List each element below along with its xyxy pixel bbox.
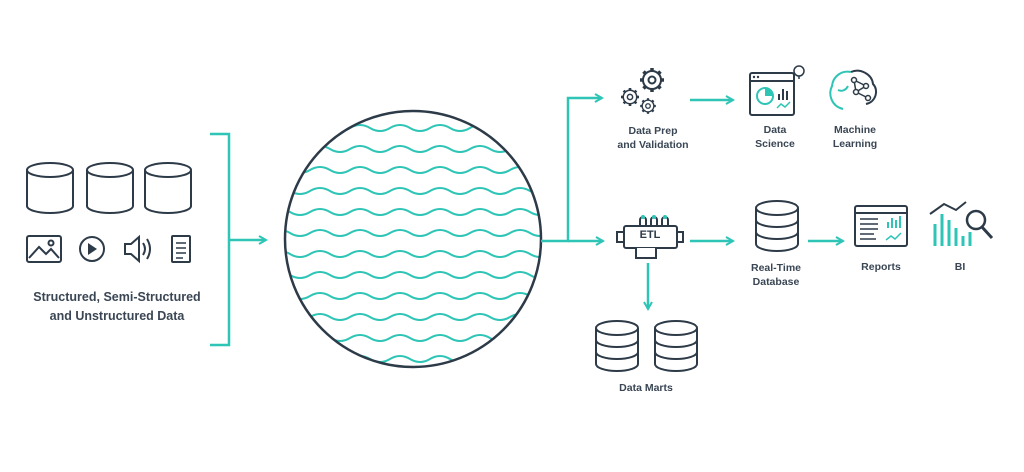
data-mart-icon-2 — [654, 320, 698, 372]
machine-learning-brain-icon — [829, 69, 878, 110]
etl-label: ETL — [639, 229, 661, 241]
data-prep-label-line-1: Data Prep — [628, 125, 678, 137]
data-lake-circle — [283, 109, 543, 369]
data-prep-label: Data Prep and Validation — [598, 124, 708, 152]
video-play-icon — [79, 236, 105, 262]
bi-chart-magnifier-icon — [929, 201, 994, 246]
etl-machine-icon — [616, 215, 684, 259]
reports-icon — [854, 205, 908, 247]
machine-learning-label-line-2: Learning — [832, 138, 878, 150]
lake-output-connectors — [541, 98, 603, 241]
structured-db-icon-2 — [86, 162, 134, 214]
lake-wave-line — [285, 250, 541, 258]
bi-label-line-1: BI — [954, 261, 966, 273]
audio-speaker-icon — [124, 234, 151, 264]
data-marts-label-line-1: Data Marts — [619, 382, 673, 394]
lake-wave-line — [285, 229, 541, 237]
data-science-label: Data Science — [740, 123, 810, 151]
structured-db-icon-3 — [144, 162, 192, 214]
machine-learning-label: Machine Learning — [820, 123, 890, 151]
image-icon — [26, 235, 62, 263]
sources-label: Structured, Semi-Structured and Unstruct… — [12, 288, 222, 326]
reports-label-line-1: Reports — [861, 261, 901, 273]
data-prep-label-line-2: and Validation — [617, 139, 689, 151]
machine-learning-label-line-1: Machine — [833, 124, 876, 136]
structured-db-icon-1 — [26, 162, 74, 214]
gears-icon — [619, 66, 666, 115]
bi-label: BI — [935, 260, 985, 274]
realtime-database-label-line-2: Database — [752, 276, 800, 288]
sources-label-line-2: and Unstructured Data — [49, 309, 185, 323]
realtime-database-label: Real-Time Database — [736, 261, 816, 289]
document-icon — [171, 235, 191, 263]
data-science-dashboard-icon — [749, 65, 805, 116]
data-science-label-line-1: Data — [763, 124, 787, 136]
data-mart-icon-1 — [595, 320, 639, 372]
realtime-database-icon — [755, 200, 799, 252]
lake-wave-line — [285, 208, 541, 216]
realtime-database-label-line-1: Real-Time — [751, 262, 801, 274]
reports-label: Reports — [846, 260, 916, 274]
data-marts-label: Data Marts — [606, 381, 686, 395]
data-science-label-line-2: Science — [755, 138, 795, 150]
sources-label-line-1: Structured, Semi-Structured — [33, 290, 201, 304]
